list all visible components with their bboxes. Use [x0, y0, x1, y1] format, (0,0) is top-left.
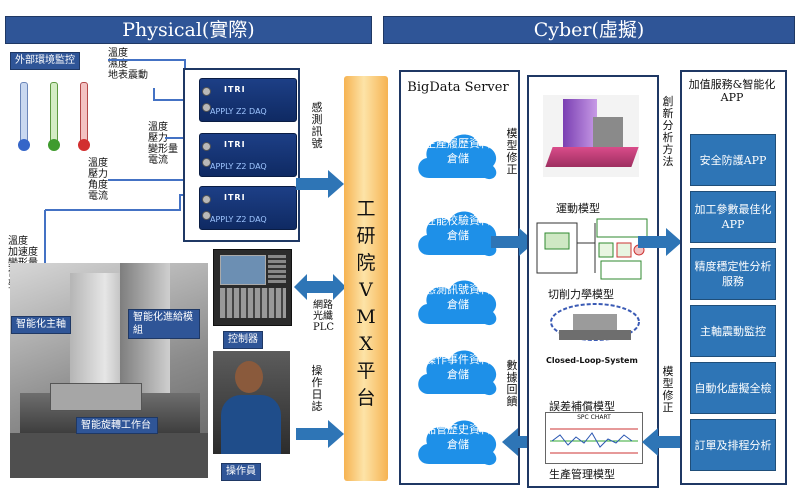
machine-model-render — [543, 95, 639, 177]
vmx-platform-char: 研 — [356, 225, 376, 247]
motion-model-diagram — [536, 218, 648, 280]
machine-tool-image — [10, 263, 208, 478]
controller-image — [213, 249, 292, 326]
data-feedback-label: 數據回饋 — [506, 359, 518, 408]
vmx-platform-char: 台 — [356, 387, 376, 409]
service-auto-virtual-inspection[interactable]: 自動化虛擬全檢 — [690, 362, 776, 414]
cloud-sensor-signal: 感測訊號資料倉儲 — [415, 272, 501, 330]
innovation-method-label: 創新分析方法 — [662, 95, 674, 168]
thermometer-blue-icon — [18, 82, 30, 151]
cloud-qc-history: 品管歷史資料倉儲 — [415, 412, 501, 470]
production-model-label: 生產管理模型 — [549, 468, 615, 481]
plc-bidirectional-arrow — [294, 274, 346, 300]
spindle-label: 智能化主軸 — [11, 316, 71, 334]
thermometer-green-icon — [48, 82, 60, 151]
service-precision-analysis[interactable]: 精度穩定性分析服務 — [690, 248, 776, 300]
daq-signal-label-3: 溫度壓力 角度電流 — [88, 158, 108, 202]
cyber-header: Cyber(虛擬) — [383, 16, 795, 44]
vmx-platform-char: 平 — [356, 360, 376, 382]
model-to-services-arrow — [638, 228, 682, 256]
model-fix-label-top: 模型修正 — [506, 127, 518, 176]
controller-label: 控制器 — [223, 331, 263, 349]
env-signals: 溫度 濕度 地表震動 — [108, 48, 148, 81]
vmx-platform-char: X — [359, 333, 373, 355]
log-to-vmx-arrow — [296, 420, 344, 448]
feed-module-label: 智能化進給模組 — [128, 309, 200, 339]
model-to-bigdata-arrow — [502, 428, 546, 456]
sensor-signal-label: 感測訊號 — [311, 101, 323, 150]
vmx-platform-char: 工 — [356, 198, 376, 220]
operator-image — [213, 351, 290, 454]
services-to-model-arrow — [642, 428, 686, 456]
rotary-table-label: 智能旋轉工作台 — [76, 417, 158, 434]
service-spindle-vibration[interactable]: 主軸震動監控 — [690, 305, 776, 357]
cloud-operation-event: 操作事件資料倉儲 — [415, 342, 501, 400]
thermometer-red-icon — [78, 82, 90, 151]
cloud-performance-calibration: 性能校驗資料倉儲 — [415, 203, 501, 261]
error-comp-model-label: 誤差補償模型 — [549, 400, 615, 413]
services-title: 加值服務&智能化APP — [688, 78, 776, 104]
vmx-platform-char: M — [356, 306, 376, 328]
vmx-platform-char: V — [359, 279, 373, 301]
vmx-platform-char: 院 — [356, 252, 376, 274]
closed-loop-caption: Closed-Loop-System — [546, 356, 638, 365]
service-order-scheduling[interactable]: 訂單及排程分析 — [690, 419, 776, 471]
daq-signal-label-2: 溫度壓力 變形量電流 — [148, 122, 178, 166]
bigdata-server-title: BigData Server — [407, 80, 509, 95]
service-param-opt-app[interactable]: 加工參數最佳化APP — [690, 191, 776, 243]
physical-header: Physical(實際) — [5, 16, 372, 44]
motion-model-label: 運動模型 — [556, 202, 600, 215]
cutting-model-label: 切削力學模型 — [548, 288, 614, 301]
model-fix-label-right: 模型修正 — [662, 365, 674, 414]
operation-log-label: 操作日誌 — [311, 364, 323, 413]
spc-chart: SPC CHART — [545, 412, 643, 464]
env-monitor-label: 外部環境監控 — [10, 52, 80, 70]
closed-loop-diagram — [550, 303, 640, 341]
cloud-production-history: 生產履歷資料倉儲 — [415, 126, 501, 184]
service-safety-app[interactable]: 安全防護APP — [690, 134, 776, 186]
bigdata-to-model-arrow — [491, 228, 535, 256]
plc-label: 網路光纖PLC — [313, 300, 335, 333]
daq-to-vmx-arrow — [296, 170, 344, 198]
operator-label: 操作員 — [221, 463, 261, 481]
